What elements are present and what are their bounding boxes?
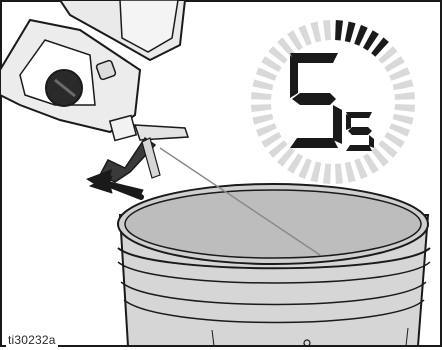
timer-segment xyxy=(287,153,303,174)
timer-segment xyxy=(298,158,312,180)
spray-stream xyxy=(159,147,321,256)
timer-segment xyxy=(378,140,398,158)
timer-segment xyxy=(268,140,288,158)
timer-ring xyxy=(251,20,415,184)
timer-segment xyxy=(323,20,331,41)
timer-segment xyxy=(344,161,356,183)
timer-segment xyxy=(261,132,282,148)
timer-segment xyxy=(277,147,295,167)
sprayer xyxy=(0,0,190,183)
timer-segment xyxy=(394,92,415,100)
timer-segment xyxy=(310,161,322,183)
tip-guard xyxy=(133,124,190,141)
bucket-ridge xyxy=(117,247,431,270)
timer-segment-active xyxy=(363,30,379,51)
timer-segment xyxy=(354,158,368,180)
timer-segment xyxy=(371,147,389,167)
timer-unit-s xyxy=(346,112,374,151)
bucket xyxy=(117,183,431,347)
timer-segment xyxy=(252,113,274,125)
timer-segment xyxy=(363,153,379,174)
bucket-ridge xyxy=(123,299,425,324)
bucket-handle-rivet xyxy=(303,339,311,347)
timer-segment xyxy=(298,24,312,46)
timer-segment xyxy=(251,92,272,100)
timer-segment xyxy=(384,132,405,148)
timer-segment xyxy=(392,79,414,91)
timer-segment xyxy=(255,123,277,137)
timer-segment-active xyxy=(344,21,356,43)
timer-segment xyxy=(252,79,274,91)
timer-segment xyxy=(287,30,303,51)
timer-segment xyxy=(255,67,277,81)
timer-segment xyxy=(323,163,331,184)
timer-segment-active xyxy=(371,37,389,57)
timer-segment xyxy=(384,56,405,72)
figure-id-label: ti30232a xyxy=(6,333,58,347)
timer-segment xyxy=(268,46,288,64)
timer-segment-active xyxy=(354,24,368,46)
timer-segment xyxy=(310,21,322,43)
bucket-ridge xyxy=(120,281,427,306)
timer-segment xyxy=(251,104,272,112)
timer-display xyxy=(290,53,374,151)
bucket-ridge xyxy=(117,261,431,284)
spray-nozzle xyxy=(108,114,138,142)
timer-segment xyxy=(261,56,282,72)
timer-segment xyxy=(335,163,343,184)
timer-segment xyxy=(389,67,411,81)
timer-segment-active xyxy=(335,20,343,41)
timer-digit-5 xyxy=(290,53,342,148)
timer-segment xyxy=(389,123,411,137)
timer-segment xyxy=(277,37,295,57)
timer-segment xyxy=(378,46,398,64)
direction-arrow xyxy=(86,169,144,200)
timer-segment xyxy=(394,104,415,112)
timer-segment xyxy=(392,113,414,125)
